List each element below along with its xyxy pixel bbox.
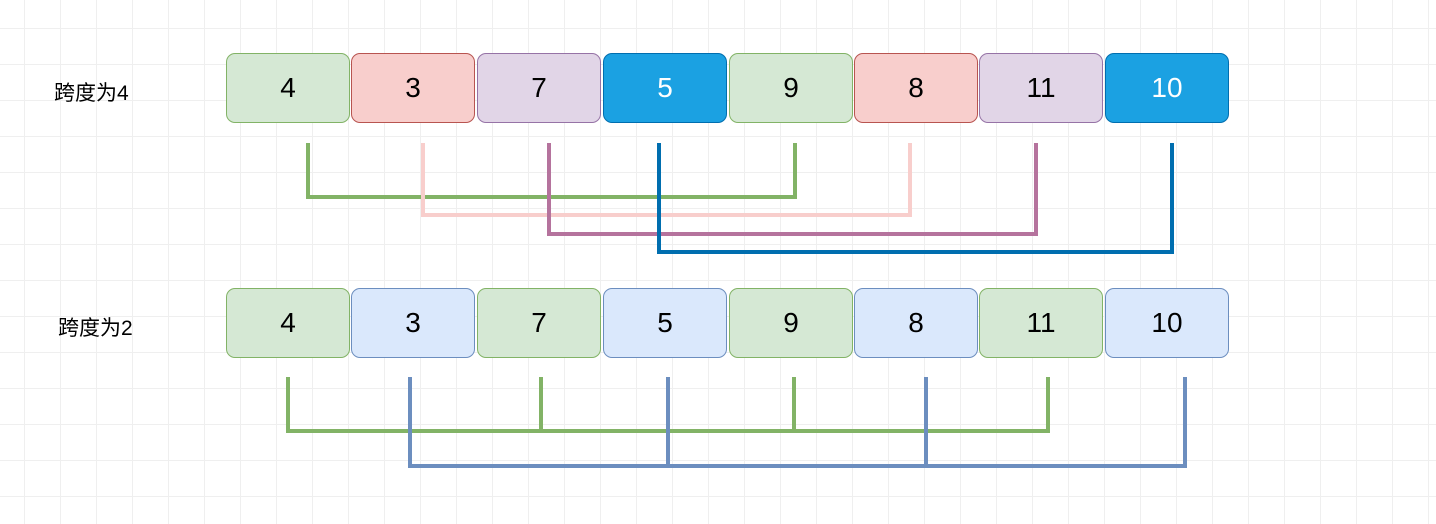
array-cell: 11: [979, 53, 1103, 123]
array-cell: 9: [729, 288, 853, 358]
array-row-stride-2: 4 3 7 5 9 8 11 10: [226, 288, 1230, 360]
array-cell: 8: [854, 288, 978, 358]
array-cell: 11: [979, 288, 1103, 358]
array-cell: 10: [1105, 53, 1229, 123]
array-cell: 4: [226, 53, 350, 123]
array-cell: 3: [351, 288, 475, 358]
group-bracket: [547, 143, 1038, 236]
array-cell: 8: [854, 53, 978, 123]
array-cell: 5: [603, 53, 727, 123]
array-cell: 3: [351, 53, 475, 123]
group-bracket: [306, 143, 797, 199]
group-bracket: [657, 143, 1174, 254]
array-cell: 4: [226, 288, 350, 358]
group-bracket: [421, 143, 912, 217]
array-cell: 5: [603, 288, 727, 358]
array-cell: 9: [729, 53, 853, 123]
array-cell: 10: [1105, 288, 1229, 358]
array-row-stride-4: 4 3 7 5 9 8 11 10: [226, 53, 1230, 125]
array-cell: 7: [477, 288, 601, 358]
group-bracket: [408, 377, 1187, 468]
row-label-stride-2: 跨度为2: [58, 317, 133, 340]
row-label-stride-4: 跨度为4: [54, 82, 129, 105]
array-cell: 7: [477, 53, 601, 123]
